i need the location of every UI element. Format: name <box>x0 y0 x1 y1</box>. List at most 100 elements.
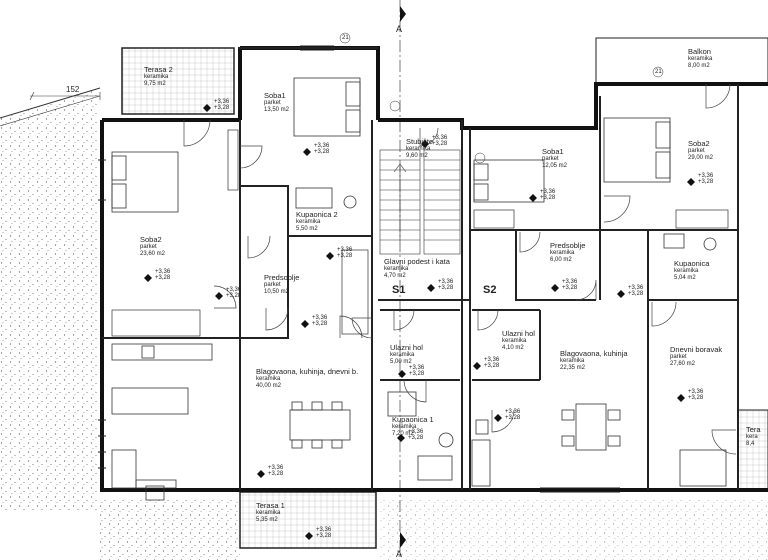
room-name: Glavni podest i kata <box>384 257 450 266</box>
wall-tag: 21 <box>655 69 662 75</box>
room-name: Ulazni hol <box>502 329 535 338</box>
room-area: 5,04 m2 <box>674 275 696 281</box>
room-finish: keramika <box>256 376 281 382</box>
level-readout: +3,36+3,28 <box>438 279 454 291</box>
section-mark-bottom: A <box>396 549 403 559</box>
room-finish: parket <box>542 156 559 162</box>
dimension-label: 152 <box>66 85 80 94</box>
room-finish: kera <box>746 434 758 440</box>
room-name: Balkon <box>688 47 711 56</box>
room-area: 13,50 m2 <box>264 107 290 113</box>
room-name: Soba1 <box>264 91 286 100</box>
level-readout: +3,36+3,28 <box>155 269 171 281</box>
beds <box>111 77 671 213</box>
level-readout: +3,36+3,28 <box>316 527 332 539</box>
door-swings <box>183 83 737 455</box>
room-finish: keramika <box>390 352 415 358</box>
room-finish: keramika <box>502 338 527 344</box>
level-readout: +3,36+3,28 <box>214 99 230 111</box>
room-name: Kupaonica 2 <box>296 210 338 219</box>
level-readout: +3,36+3,28 <box>562 279 578 291</box>
room-name: Predsoblje <box>264 273 300 282</box>
section-mark-top: A <box>396 24 403 34</box>
room-finish: keramika <box>144 74 169 80</box>
room-finish: keramika <box>384 266 409 272</box>
room-name: Blagovaona, kuhinja, dnevni b. <box>256 367 359 376</box>
room-name: Blagovaona, kuhinja <box>560 349 628 358</box>
room-finish: parket <box>670 354 687 360</box>
level-readout: +3,36+3,28 <box>628 285 644 297</box>
room-name: Tera <box>746 425 761 434</box>
room-area: 22,35 m2 <box>560 365 586 371</box>
room-name: Soba1 <box>542 147 564 156</box>
level-readout: +3,36+3,28 <box>432 135 448 147</box>
room-area: 8,4 <box>746 441 755 447</box>
room-area: 29,00 m2 <box>688 155 714 161</box>
level-readout: +3,36+3,28 <box>408 429 424 441</box>
balkon-area <box>595 37 768 85</box>
kitchen-dining <box>111 343 727 501</box>
section-arrow <box>400 6 406 22</box>
room-name: Soba2 <box>140 235 162 244</box>
room-name: Soba2 <box>688 139 710 148</box>
windows <box>98 45 620 493</box>
garden-hatch <box>0 88 100 510</box>
room-finish: keramika <box>688 56 713 62</box>
level-readout: +3,36+3,28 <box>268 465 284 477</box>
level-readout: +3,36+3,28 <box>312 315 328 327</box>
level-readout: +3,36+3,28 <box>337 247 353 259</box>
room-finish: parket <box>140 244 157 250</box>
stair-label-s2: S2 <box>483 284 497 296</box>
level-readout: +3,36+3,28 <box>314 143 330 155</box>
level-readout: +3,36+3,28 <box>505 409 521 421</box>
room-finish: parket <box>688 148 705 154</box>
stairs <box>379 149 461 255</box>
room-name: Ulazni hol <box>390 343 423 352</box>
inner-walls <box>102 47 739 490</box>
room-name: Terasa 2 <box>144 65 173 74</box>
terasa-right-area <box>737 409 768 491</box>
room-finish: keramika <box>674 268 699 274</box>
room-finish: keramika <box>560 358 585 364</box>
room-area: 9,60 m2 <box>406 153 428 159</box>
room-area: 8,00 m2 <box>688 63 710 69</box>
room-area: 9,75 m2 <box>144 81 166 87</box>
room-area: 5,00 m2 <box>390 359 412 365</box>
level-readout: +3,36+3,28 <box>409 365 425 377</box>
room-name: Stubište <box>406 137 434 146</box>
level-readout: +3,36+3,28 <box>226 287 242 299</box>
room-name: Dnevni boravak <box>670 345 723 354</box>
room-area: 10,50 m2 <box>264 289 290 295</box>
room-finish: keramika <box>256 510 281 516</box>
room-name: Kupaonica 1 <box>392 415 434 424</box>
tag-circles <box>339 32 664 164</box>
level-readout: +3,36+3,28 <box>540 189 556 201</box>
room-finish: keramika <box>296 219 321 225</box>
room-name: Terasa 1 <box>256 501 285 510</box>
room-finish: keramika <box>550 250 575 256</box>
room-finish: keramika <box>406 146 431 152</box>
bathroom-fixtures <box>295 187 717 481</box>
room-finish: parket <box>264 282 281 288</box>
wardrobes <box>111 129 729 337</box>
room-area: 27,60 m2 <box>670 361 696 367</box>
